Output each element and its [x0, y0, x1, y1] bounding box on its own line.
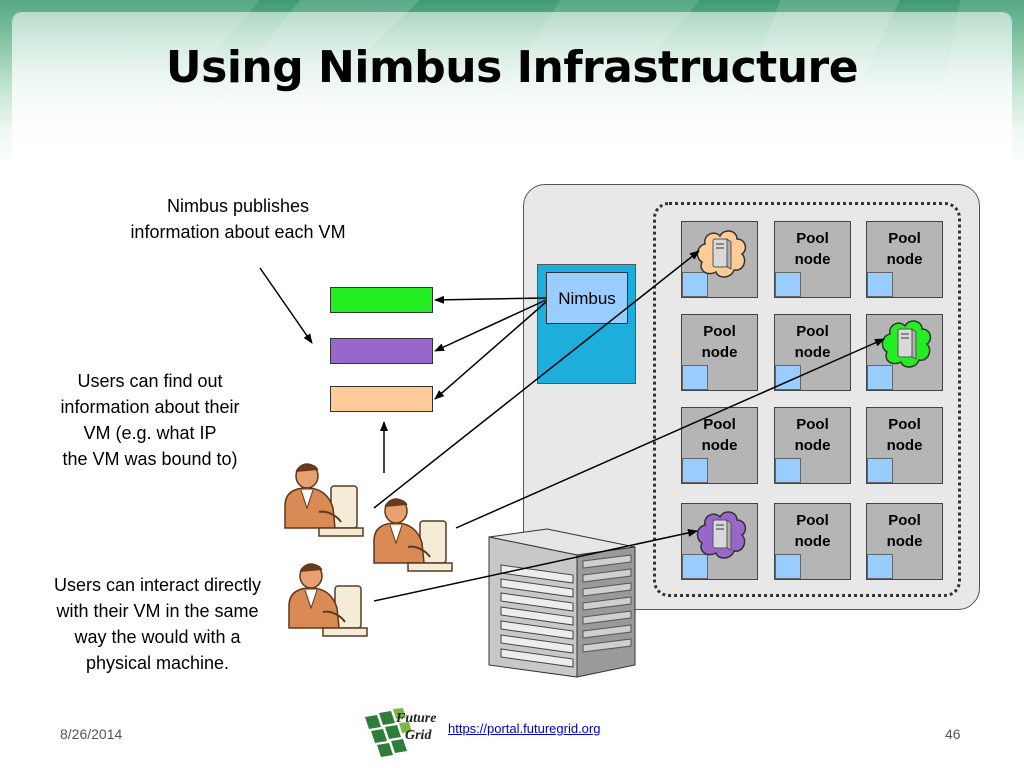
vm-info-bar-purple [330, 338, 433, 364]
footer-portal-link[interactable]: https://portal.futuregrid.org [448, 721, 601, 736]
vm-cloud-icon [696, 511, 747, 559]
pool-node-chip [682, 365, 708, 390]
user-at-computer-icon [288, 563, 368, 637]
futuregrid-logo: Future Grid [365, 708, 436, 757]
pool-node-chip [775, 554, 801, 579]
slide-title: Using Nimbus Infrastructure [165, 42, 859, 93]
nimbus-label: Nimbus [546, 272, 628, 324]
arrow-publish-to-bars [259, 267, 313, 344]
pool-node-chip [775, 458, 801, 483]
user-at-computer-icon [373, 498, 453, 572]
vm-info-bar-peach [330, 386, 433, 412]
svg-text:Future: Future [395, 711, 436, 726]
pool-node-chip [867, 554, 893, 579]
vm-cloud-icon [881, 320, 932, 368]
footer-page-number: 46 [945, 726, 961, 742]
pool-node-chip [867, 458, 893, 483]
pool-node-chip [775, 365, 801, 390]
user-at-computer-icon [284, 463, 364, 537]
pool-node-chip [867, 272, 893, 297]
pool-node-chip [682, 458, 708, 483]
pool-node-chip [775, 272, 801, 297]
vm-info-bar-green [330, 287, 433, 313]
svg-text:Grid: Grid [405, 728, 432, 743]
footer-date: 8/26/2014 [60, 726, 123, 742]
server-rack-icon [488, 528, 636, 678]
title-panel [12, 12, 1012, 172]
vm-cloud-icon [696, 230, 747, 278]
